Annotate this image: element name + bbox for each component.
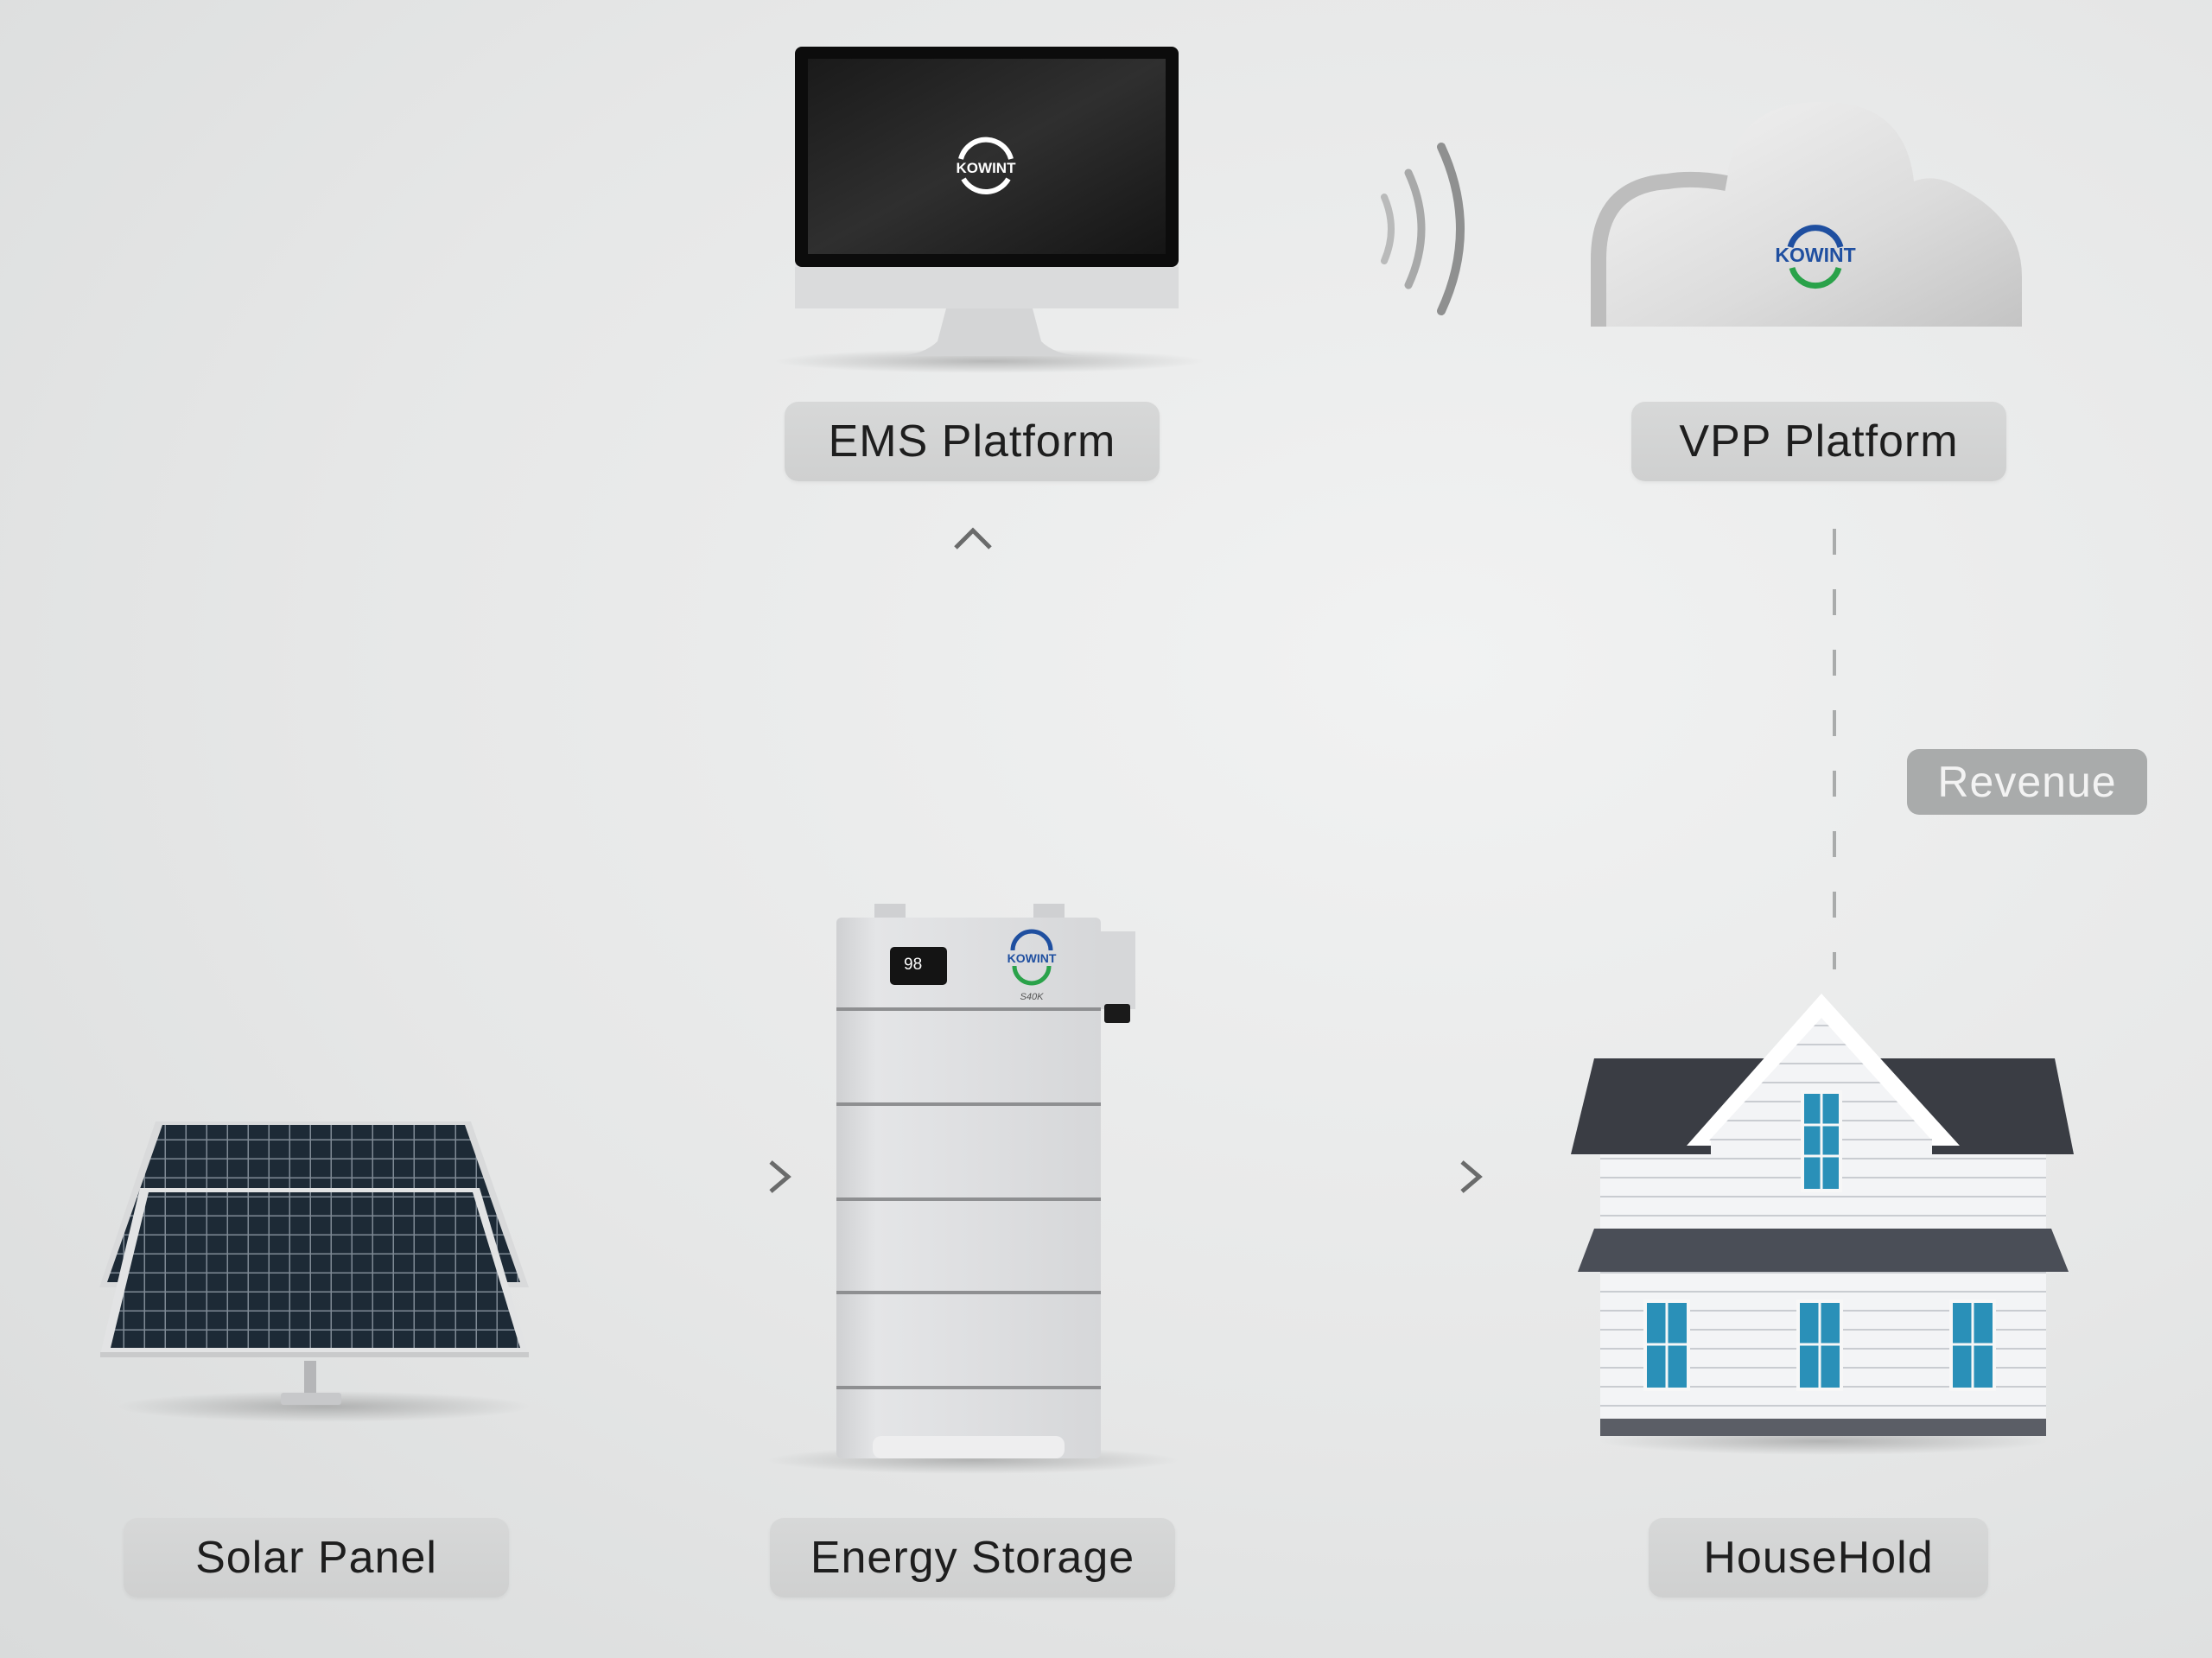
arrow-storage-to-ems: [954, 527, 992, 866]
house-icon: [1571, 994, 2074, 1455]
ems-platform-label: EMS Platform: [785, 402, 1160, 481]
arrow-solar-to-storage: [540, 1160, 791, 1193]
battery-logo-icon: KOWINT S40K: [1007, 929, 1057, 1002]
vpp-logo-icon: KOWINT: [1775, 225, 1856, 289]
solar-panel-label: Solar Panel: [124, 1518, 509, 1598]
vpp-platform-label: VPP Platform: [1631, 402, 2006, 481]
battery-display: 98: [890, 947, 947, 985]
svg-text:S40K: S40K: [1020, 992, 1045, 1002]
window-upper: [1801, 1090, 1842, 1192]
energy-storage-label: Energy Storage: [770, 1518, 1175, 1598]
wireless-signal-icon: [1381, 143, 1465, 315]
cloud-icon: KOWINT: [1591, 102, 2022, 327]
household-label: HouseHold: [1649, 1518, 1988, 1598]
svg-text:KOWINT: KOWINT: [957, 160, 1017, 176]
svg-text:KOWINT: KOWINT: [1007, 951, 1057, 965]
svg-text:98: 98: [904, 956, 922, 974]
window-lower-center: [1796, 1299, 1843, 1391]
battery-icon: 98 KOWINT S40K: [766, 904, 1180, 1474]
svg-text:KOWINT: KOWINT: [1775, 244, 1855, 266]
revenue-label: Revenue: [1907, 749, 2147, 815]
window-lower-right: [1949, 1299, 1996, 1391]
monitor-icon: KOWINT: [773, 47, 1205, 373]
solar-panel-icon: [99, 1121, 531, 1422]
window-lower-left: [1643, 1299, 1690, 1391]
ems-logo-icon: KOWINT: [957, 137, 1017, 195]
arrow-storage-to-household: [1208, 1160, 1483, 1193]
